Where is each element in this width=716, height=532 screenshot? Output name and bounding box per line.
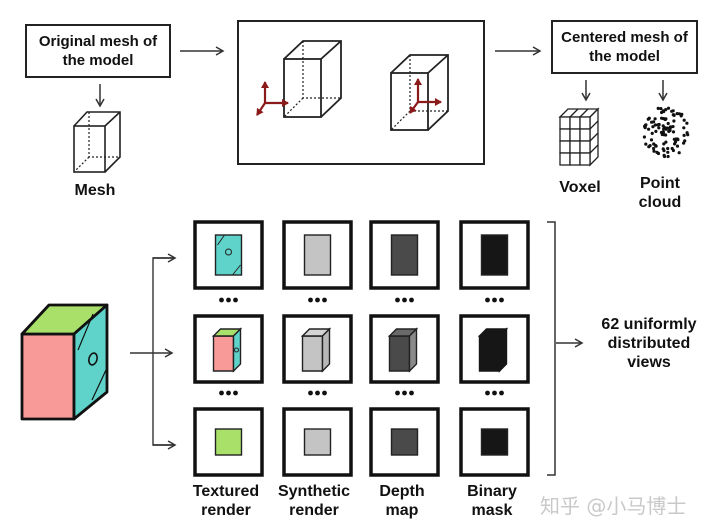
view-textured-top	[214, 428, 243, 456]
view-synthetic-top	[303, 428, 332, 456]
branch-line	[152, 257, 175, 446]
ellipsis-synthetic-1	[308, 297, 327, 303]
original-mesh-box: Original mesh of the model	[25, 24, 171, 78]
view-frame-synthetic-3	[282, 407, 353, 477]
view-synthetic-3d	[300, 327, 332, 373]
view-grid	[193, 220, 530, 477]
ellipsis-synthetic-2	[308, 390, 327, 396]
views-bracket	[547, 221, 556, 476]
axes-icon-left	[256, 81, 289, 116]
ellipsis-textured-2	[219, 390, 238, 396]
ellipsis-depth-2	[395, 390, 414, 396]
ellipsis-textured-1	[219, 297, 238, 303]
ellipsis-binary-1	[485, 297, 504, 303]
point-cloud-label: Point cloud	[638, 175, 682, 211]
views-summary-label: 62 uniformly distributed views	[601, 316, 697, 371]
textured-cube-icon	[20, 303, 109, 421]
column-label-binary: Binary mask	[467, 483, 517, 519]
cube-off-center-icon	[283, 40, 342, 118]
column-label-depth: Depth map	[379, 483, 425, 519]
voxel-icon	[558, 107, 600, 167]
view-synthetic-side	[303, 234, 332, 276]
axes-icon-centered	[409, 78, 442, 114]
view-binary-side	[480, 234, 509, 276]
mesh-label: Mesh	[74, 182, 116, 199]
centering-panel	[237, 20, 485, 165]
view-depth-top	[390, 428, 419, 456]
original-mesh-label: Original mesh of the model	[38, 33, 158, 69]
watermark: 知乎 @小马博士	[540, 494, 687, 518]
view-textured-3d	[211, 327, 243, 373]
view-depth-side	[390, 234, 419, 276]
ellipsis-depth-1	[395, 297, 414, 303]
view-binary-top	[480, 428, 509, 456]
view-frame-binary-3	[459, 407, 530, 477]
column-label-synthetic: Synthetic render	[277, 483, 350, 519]
point-cloud-icon	[642, 106, 690, 159]
voxel-label: Voxel	[559, 179, 601, 196]
mesh-icon	[73, 111, 121, 173]
view-binary-3d	[477, 327, 509, 373]
column-label-textured: Textured render	[192, 483, 260, 519]
view-depth-3d	[387, 327, 419, 373]
centered-mesh-box: Centered mesh of the model	[551, 20, 698, 74]
centered-mesh-label: Centered mesh of the model	[561, 29, 688, 65]
ellipsis-binary-2	[485, 390, 504, 396]
